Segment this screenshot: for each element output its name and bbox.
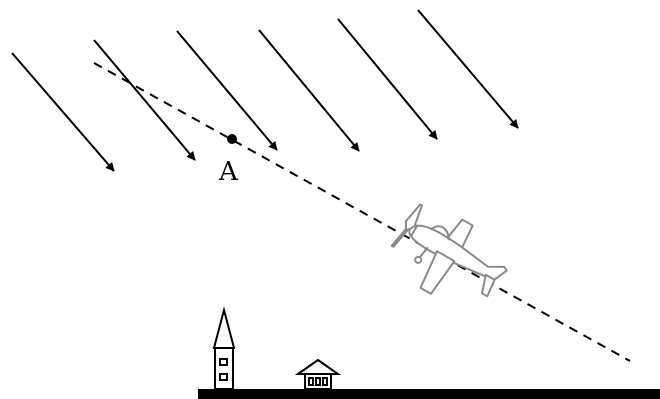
wind-arrow-6 <box>417 9 519 129</box>
wind-arrows <box>11 9 519 172</box>
wind-arrow-4 <box>258 29 360 152</box>
wind-arrow-5 <box>337 18 438 140</box>
airplane-icon <box>390 203 508 298</box>
point-a-label: A <box>218 157 239 187</box>
house-building <box>294 358 342 390</box>
flight-path <box>93 62 631 362</box>
wind-arrow-1 <box>11 52 115 172</box>
tower-building <box>212 306 236 390</box>
wind-arrow-2 <box>93 39 196 161</box>
point-a-marker <box>227 134 237 144</box>
wind-arrow-3 <box>176 30 278 151</box>
ground-line <box>198 389 660 399</box>
